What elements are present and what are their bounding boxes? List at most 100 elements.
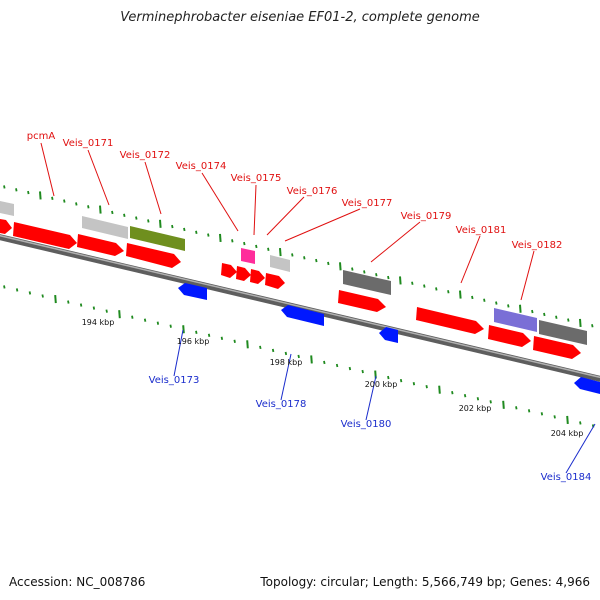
leader-line [201,172,239,232]
minor-tick [579,421,582,425]
minor-tick [79,303,83,307]
forward-gene-arrow[interactable] [221,263,237,278]
forward-gene-arrow[interactable] [416,307,484,334]
minor-tick [207,333,211,337]
minor-tick [207,233,210,237]
minor-tick [41,294,44,298]
forward-gene-label: Veis_0176 [286,186,338,197]
minor-tick [267,247,270,251]
minor-tick [303,256,306,260]
leader-line [253,184,257,236]
forward-gene-label: pcmA [26,131,56,142]
reverse-gene-arrow[interactable] [178,283,207,300]
forward-gene-arrow[interactable] [236,266,251,281]
scale-label: 200 kbp [364,380,398,389]
reverse-gene-arrow[interactable] [574,377,600,394]
reverse-gene-arrow[interactable] [281,305,324,326]
minor-tick [171,224,174,229]
minor-tick [553,415,556,419]
forward-gene-arrow[interactable] [488,325,531,347]
minor-tick [284,351,288,356]
minor-tick [27,190,30,195]
leader-line [365,375,377,421]
minor-tick [543,312,546,317]
major-tick [566,415,569,424]
forward-gene-arrow[interactable] [0,219,12,234]
minor-tick [131,315,134,319]
minor-tick [255,244,258,249]
accession-label: Accession: NC_008786 [9,575,146,589]
minor-tick [87,205,90,209]
major-tick [279,248,282,257]
minor-tick [75,202,78,206]
minor-tick [111,210,114,215]
forward-gene-label: Veis_0172 [119,150,171,161]
forward-strand-features [0,201,587,359]
feature-box-olive[interactable] [130,226,185,251]
major-tick [310,355,313,364]
minor-tick [412,381,416,386]
minor-tick [51,196,54,200]
major-tick [39,191,42,200]
major-tick [339,262,342,271]
genome-title: Verminephrobacter eiseniae EF01-2, compl… [120,10,480,25]
minor-tick [476,397,480,401]
minor-tick [143,318,147,322]
feature-box-light-gray[interactable] [270,255,290,272]
scale-label: 194 kbp [81,318,115,327]
major-tick [246,340,249,349]
feature-box-gray[interactable] [343,270,391,295]
scale-label: 198 kbp [269,358,303,367]
forward-gene-label: Veis_0181 [455,225,507,236]
minor-tick [375,273,378,277]
forward-gene-label: Veis_0174 [175,161,227,172]
minor-tick [195,330,198,334]
leader-line [370,221,421,263]
minor-tick [591,324,594,328]
scale-label: 202 kbp [458,404,492,413]
upper-tick-row [3,185,594,328]
feature-box-light-gray[interactable] [82,216,128,239]
major-tick [182,325,185,334]
minor-tick [259,345,262,350]
minor-tick [387,375,390,380]
leader-line [144,161,162,215]
forward-gene-arrow[interactable] [533,336,581,359]
minor-tick [135,216,138,220]
minor-tick [335,363,339,368]
minor-tick [387,275,390,280]
minor-tick [435,287,438,291]
leader-line [460,235,481,284]
minor-tick [423,284,426,288]
major-tick [579,318,582,327]
minor-tick [483,298,486,302]
reverse-gene-label: Veis_0180 [340,419,392,430]
reverse-strand-features [178,283,600,394]
minor-tick [451,391,454,395]
minor-tick [527,409,531,413]
feature-box-gray[interactable] [539,320,587,345]
feature-box-purple[interactable] [494,308,537,332]
forward-gene-arrow[interactable] [126,243,181,268]
minor-tick [243,241,246,246]
minor-tick [363,270,366,274]
minor-tick [463,394,467,398]
major-tick [219,233,222,243]
minor-tick [28,291,32,295]
forward-gene-arrow[interactable] [265,273,285,289]
leader-line [284,208,361,242]
minor-tick [233,339,236,344]
forward-gene-arrow[interactable] [250,269,265,284]
forward-gene-label: Veis_0179 [400,211,452,222]
feature-box-light-gray[interactable] [0,201,14,216]
feature-box-pink[interactable] [241,248,255,264]
forward-gene-arrow[interactable] [338,290,386,312]
forward-gene-arrow[interactable] [77,234,124,256]
minor-tick [411,281,414,285]
reverse-gene-arrow[interactable] [379,327,398,343]
forward-gene-arrow[interactable] [13,222,77,249]
lower-tick-row [3,285,595,428]
minor-tick [15,188,18,192]
scale-label: 204 kbp [550,429,584,438]
